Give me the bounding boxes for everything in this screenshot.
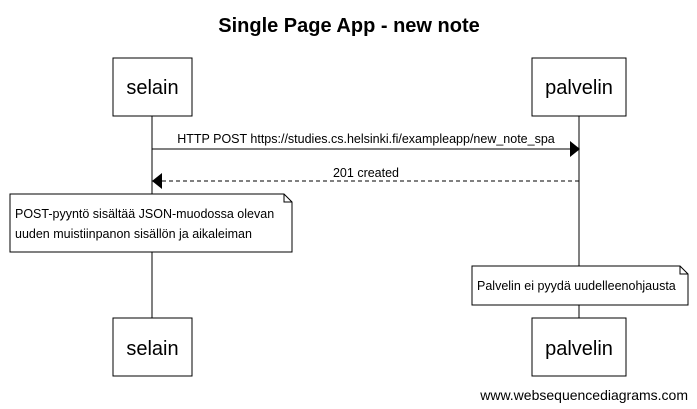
diagram-title: Single Page App - new note: [218, 15, 480, 37]
arrowhead-left-icon: [152, 173, 162, 189]
actor-palvelin-top-label: palvelin: [545, 77, 613, 99]
note-palvelin: Palvelin ei pyydä uudelleenohjausta: [471, 265, 689, 306]
actor-selain-top: selain: [112, 57, 193, 117]
message-http-post: HTTP POST https://studies.cs.helsinki.fi…: [152, 132, 580, 157]
note-selain-line2: uuden muistiinpanon sisällön ja aikaleim…: [15, 227, 252, 241]
actor-selain-bottom-label: selain: [126, 338, 178, 360]
actor-palvelin-top: palvelin: [531, 57, 627, 117]
arrowhead-right-icon: [570, 141, 580, 157]
message-201-created-label: 201 created: [333, 166, 399, 180]
actor-palvelin-bottom-label: palvelin: [545, 338, 613, 360]
actor-selain-top-label: selain: [126, 77, 178, 99]
message-http-post-label: HTTP POST https://studies.cs.helsinki.fi…: [177, 132, 555, 146]
note-selain-line1: POST-pyyntö sisältää JSON-muodossa oleva…: [15, 207, 274, 221]
note-palvelin-text: Palvelin ei pyydä uudelleenohjausta: [477, 279, 676, 293]
watermark: www.websequencediagrams.com: [479, 387, 688, 403]
note-selain: POST-pyyntö sisältää JSON-muodossa oleva…: [9, 193, 293, 253]
actor-palvelin-bottom: palvelin: [531, 317, 627, 377]
message-201-created: 201 created: [152, 166, 579, 189]
actor-selain-bottom: selain: [112, 317, 193, 377]
